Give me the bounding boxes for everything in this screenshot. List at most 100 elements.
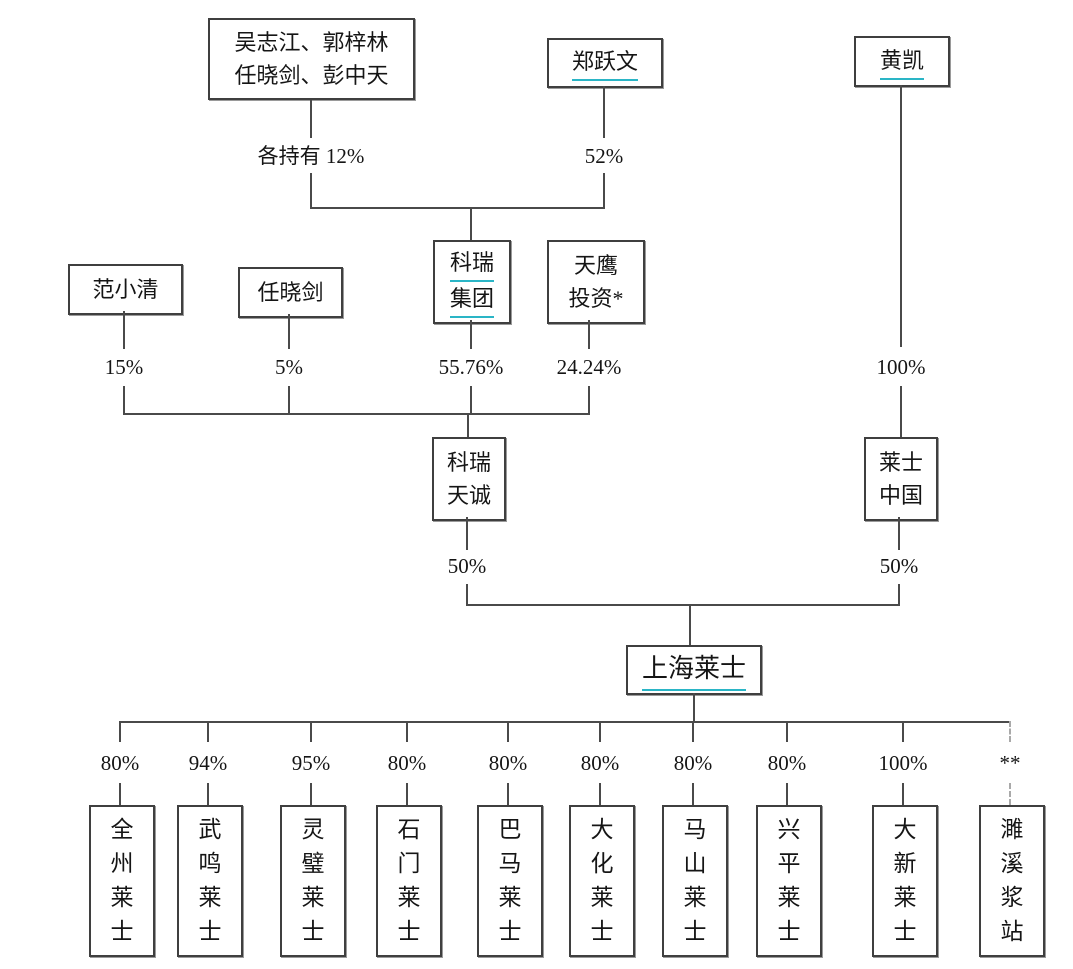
node-dahua-laishi: 大化莱士 — [569, 805, 635, 957]
pct-laishi-china: 50% — [879, 554, 919, 578]
node-lingbi-laishi: 灵璧莱士 — [280, 805, 346, 957]
node-kerui-tiancheng: 科瑞 天诚 — [432, 437, 506, 521]
node-bama-laishi-label: 巴马莱士 — [498, 817, 522, 944]
node-founders-line1: 吴志江、郭梓林 — [234, 30, 389, 55]
pct-sub-10: ** — [999, 751, 1021, 775]
pct-huang: 100% — [876, 355, 926, 379]
node-wuming-laishi: 武鸣莱士 — [177, 805, 243, 957]
node-kerui-tiancheng-line2: 天诚 — [446, 483, 491, 508]
junction-lower-horizontal — [466, 604, 900, 606]
node-quanzhou-laishi-label: 全州莱士 — [110, 817, 134, 944]
node-zheng-yuewen: 郑跃文 — [547, 38, 663, 88]
connector-kerui-down — [470, 320, 472, 349]
node-lingbi-laishi-label: 灵璧莱士 — [301, 817, 325, 944]
connector-sub-2 — [207, 721, 209, 742]
connector-shl-down — [693, 693, 695, 722]
connector-founders-down — [310, 100, 312, 138]
pct-sub-4: 80% — [387, 751, 427, 775]
connector-to-kerui-group — [470, 207, 472, 240]
connector-tianying-down2 — [588, 386, 590, 415]
node-kerui-group-line2: 集团 — [449, 282, 494, 318]
pct-sub-9: 100% — [878, 751, 928, 775]
connector-tianying-down — [588, 320, 590, 349]
pct-kerui: 55.76% — [438, 355, 504, 379]
connector-sub-1b — [119, 783, 121, 805]
connector-kerui-down2 — [470, 386, 472, 415]
junction-top-horizontal — [310, 207, 605, 209]
node-kerui-group: 科瑞 集团 — [433, 240, 511, 324]
connector-sub-6 — [599, 721, 601, 742]
node-huang-kai: 黄凯 — [854, 36, 950, 87]
connector-ren-down2 — [288, 386, 290, 415]
connector-sub-3b — [310, 783, 312, 805]
pct-founders: 各持有 12% — [257, 144, 365, 168]
connector-huang-down — [900, 85, 902, 347]
connector-zheng-down2 — [603, 173, 605, 208]
connector-lszg-down — [898, 517, 900, 550]
node-huang-kai-label: 黄凯 — [879, 44, 924, 80]
node-daxin-laishi-label: 大新莱士 — [893, 817, 917, 944]
connector-sub-1 — [119, 721, 121, 742]
pct-sub-3: 95% — [291, 751, 331, 775]
connector-to-kerui-tiancheng — [467, 413, 469, 437]
connector-sub-7b — [692, 783, 694, 805]
node-mashan-laishi: 马山莱士 — [662, 805, 728, 957]
node-shimen-laishi: 石门莱士 — [376, 805, 442, 957]
node-founders-line2: 任晓剑、彭中天 — [234, 63, 389, 88]
pct-sub-6: 80% — [580, 751, 620, 775]
node-suixi-jiangzhan-label: 濉溪浆站 — [1000, 817, 1024, 944]
node-zheng-yuewen-label: 郑跃文 — [571, 45, 638, 81]
pct-sub-5: 80% — [488, 751, 528, 775]
connector-sub-3 — [310, 721, 312, 742]
connector-sub-4b — [406, 783, 408, 805]
pct-ren: 5% — [275, 355, 303, 379]
node-tianying-invest-line1: 天鹰 — [573, 253, 618, 278]
node-shanghai-laishi: 上海莱士 — [626, 645, 762, 695]
node-shanghai-laishi-label: 上海莱士 — [641, 649, 746, 691]
node-founders: 吴志江、郭梓林 任晓剑、彭中天 — [208, 18, 415, 100]
connector-sub-6b — [599, 783, 601, 805]
connector-sub-4 — [406, 721, 408, 742]
connector-zheng-down — [603, 86, 605, 138]
junction-bottom-horizontal — [119, 721, 1010, 723]
node-shimen-laishi-label: 石门莱士 — [397, 817, 421, 944]
node-xingping-laishi: 兴平莱士 — [756, 805, 822, 957]
pct-sub-8: 80% — [767, 751, 807, 775]
pct-fan: 15% — [104, 355, 144, 379]
pct-sub-1: 80% — [100, 751, 140, 775]
pct-kerui-tiancheng: 50% — [447, 554, 487, 578]
connector-sub-5b — [507, 783, 509, 805]
pct-zheng: 52% — [584, 144, 624, 168]
pct-sub-7: 80% — [673, 751, 713, 775]
connector-to-shanghai-laishi — [689, 604, 691, 645]
connector-ktc-down2 — [466, 584, 468, 606]
node-ren-xiaojian-label: 任晓剑 — [257, 280, 324, 305]
connector-sub-2b — [207, 783, 209, 805]
node-laishi-china-line1: 莱士 — [878, 450, 923, 475]
connector-fan-down — [123, 311, 125, 349]
junction-mid-horizontal — [123, 413, 590, 415]
node-ren-xiaojian: 任晓剑 — [238, 267, 343, 318]
node-laishi-china-line2: 中国 — [878, 483, 923, 508]
node-kerui-group-line1: 科瑞 — [449, 246, 494, 282]
node-wuming-laishi-label: 武鸣莱士 — [198, 817, 222, 944]
node-fan-xiaoqing-label: 范小清 — [92, 277, 159, 302]
node-dahua-laishi-label: 大化莱士 — [590, 817, 614, 944]
connector-ren-down — [288, 314, 290, 349]
node-suixi-jiangzhan: 濉溪浆站 — [979, 805, 1045, 957]
connector-sub-10-dashed — [1009, 721, 1011, 742]
node-fan-xiaoqing: 范小清 — [68, 264, 183, 315]
node-xingping-laishi-label: 兴平莱士 — [777, 817, 801, 944]
node-laishi-china: 莱士 中国 — [864, 437, 938, 521]
connector-sub-8 — [786, 721, 788, 742]
pct-sub-2: 94% — [188, 751, 228, 775]
node-kerui-tiancheng-line1: 科瑞 — [446, 450, 491, 475]
pct-tianying: 24.24% — [556, 355, 622, 379]
node-daxin-laishi: 大新莱士 — [872, 805, 938, 957]
node-bama-laishi: 巴马莱士 — [477, 805, 543, 957]
connector-sub-9 — [902, 721, 904, 742]
connector-sub-10b-dashed — [1009, 783, 1011, 805]
node-tianying-invest: 天鹰 投资* — [547, 240, 645, 324]
node-quanzhou-laishi: 全州莱士 — [89, 805, 155, 957]
connector-ktc-down — [466, 517, 468, 550]
